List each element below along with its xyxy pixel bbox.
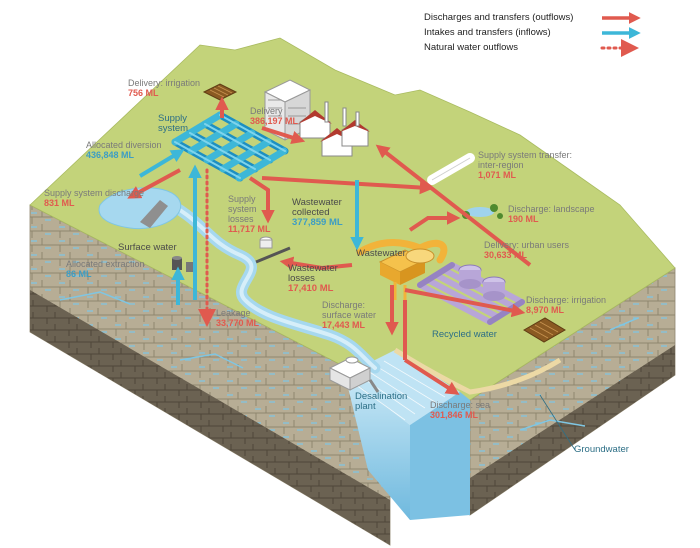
arrow-irrigation-discharge — [404, 288, 526, 318]
dark-rock-band-left — [30, 290, 390, 545]
desalination-plant-label: Desalination plant — [355, 391, 408, 412]
office-building — [263, 79, 312, 141]
arrow-delivery — [261, 126, 306, 145]
wastewater-label: Wastewater — [356, 248, 406, 259]
beach — [393, 347, 562, 395]
arrow-supply-losses — [248, 176, 275, 224]
recycled-water-plant — [417, 262, 525, 325]
groundwater-label: Groundwater — [574, 444, 629, 455]
infrastructure — [171, 79, 566, 393]
sea-front — [410, 392, 470, 520]
supply-system-pipes — [171, 111, 289, 182]
dam — [140, 200, 168, 228]
arrow-discharge-sea-2 — [403, 358, 460, 395]
inter-region-pipe — [427, 153, 475, 185]
loss-tank — [255, 236, 291, 264]
arrow-wastewater-losses — [279, 256, 353, 271]
arrow-allocated-diversion — [138, 149, 185, 178]
recycled-water-label: Recycled water — [432, 329, 497, 340]
extraction-pump — [172, 256, 194, 272]
sea-face — [345, 375, 410, 520]
legend — [600, 12, 641, 57]
arrow-urban-delivery — [375, 144, 532, 267]
supply-system-label: Supply system — [158, 113, 189, 134]
legend-outflows-label: Discharges and transfers (outflows) — [424, 12, 574, 23]
desalination-plant — [328, 356, 380, 393]
legend-inflows-label: Intakes and transfers (inflows) — [424, 27, 551, 38]
arrow-supply-transfer — [261, 176, 434, 195]
arrow-supply-discharge — [127, 168, 181, 199]
houses — [298, 101, 370, 157]
flow-arrows — [127, 96, 532, 395]
irrigation-field-top — [202, 83, 238, 101]
wastewater-plant — [356, 238, 448, 300]
dark-rock-band-right — [470, 345, 675, 515]
arrow-discharge-landscape — [408, 211, 461, 232]
legend-natural-label: Natural water outflows — [424, 42, 518, 53]
surface-water-label: Surface water — [118, 242, 177, 253]
